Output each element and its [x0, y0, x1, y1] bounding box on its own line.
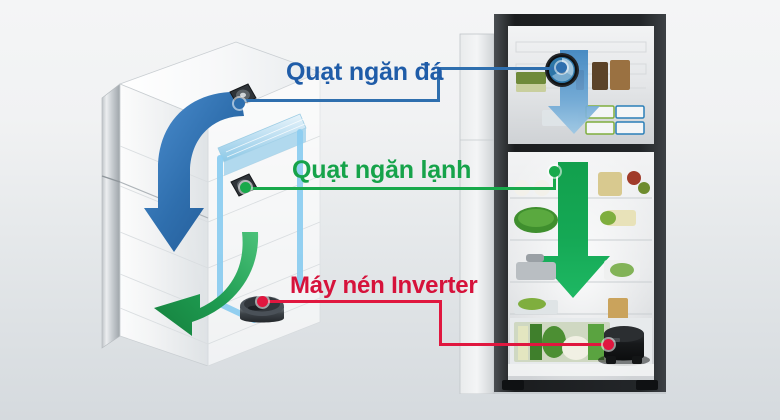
compressor-callout-line-h1	[262, 300, 442, 303]
freezer-callout-dot-left	[234, 98, 245, 109]
compressor-callout-dot-left	[257, 296, 268, 307]
freezer-callout-line-h2	[437, 67, 562, 70]
fridge-callout-dot-left	[240, 182, 251, 193]
callout-label-compressor: Máy nén Inverter	[290, 272, 478, 299]
callout-label-freezer-fan: Quạt ngăn đá	[286, 58, 444, 86]
compressor-callout-dot-right	[603, 339, 614, 350]
fridge-compartment	[510, 162, 652, 320]
crisper-compartment	[508, 318, 654, 376]
freezer-callout-line-h1	[240, 99, 440, 102]
fridge-airflow-arrow	[154, 232, 259, 336]
callout-label-fridge-fan: Quạt ngăn lạnh	[292, 156, 472, 184]
compressor-callout-line-v	[439, 300, 442, 346]
evaporator-coil	[217, 113, 307, 176]
compressor-callout-line-h2	[439, 343, 611, 346]
freezer-callout-dot-right	[556, 62, 567, 73]
freezer-callout-line-v	[437, 67, 440, 102]
wireframe-refrigerator-diagram	[101, 41, 322, 366]
fridge-callout-dot-right	[549, 166, 560, 177]
freezer-airflow-arrow	[144, 91, 244, 252]
fridge-callout-line-h	[245, 187, 556, 190]
compressor-unit	[598, 326, 650, 366]
fridge-callout-line-v	[553, 170, 556, 190]
